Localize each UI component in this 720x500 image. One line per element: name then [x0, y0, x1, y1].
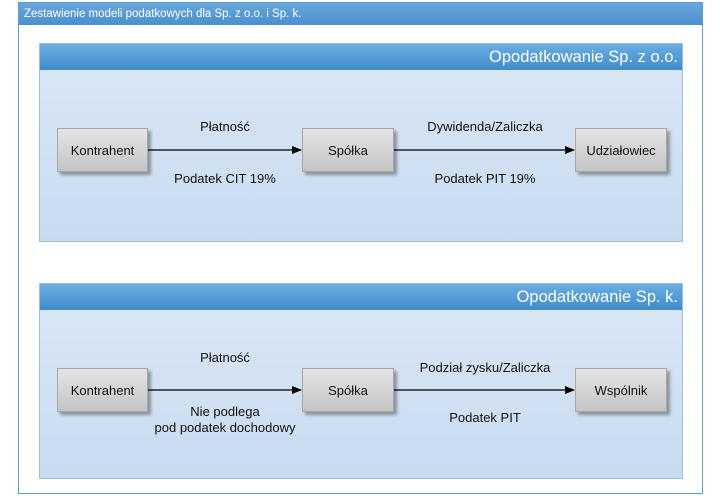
- diagram-frame: Zestawienie modeli podatkowych dla Sp. z…: [18, 2, 703, 494]
- edge-label-platnosc: Płatność: [200, 119, 250, 134]
- edge-label-dywidenda: Dywidenda/Zaliczka: [427, 119, 543, 134]
- edge-label-nie-podlega: Nie podlega: [190, 404, 260, 419]
- node-spolka: Spółka: [302, 128, 394, 172]
- edge-label-podzial-zysku: Podział zysku/Zaliczka: [419, 360, 551, 375]
- panel-sp-zoo-arrows: [148, 146, 575, 154]
- edge-label-podatek-pit: Podatek PIT: [449, 410, 521, 425]
- diagram-title: Zestawienie modeli podatkowych dla Sp. z…: [19, 3, 702, 25]
- edge-label-podatek-cit: Podatek CIT 19%: [174, 171, 276, 186]
- edge-label-pod-podatek-dochodowy: pod podatek dochodowy: [154, 420, 296, 435]
- node-kontrahent: Kontrahent: [57, 368, 148, 412]
- panel-sp-k-arrows: [148, 386, 575, 394]
- node-spolka: Spółka: [302, 368, 394, 412]
- panel-sp-k-header: Opodatkowanie Sp. k.: [40, 284, 682, 310]
- panel-sp-zoo-header: Opodatkowanie Sp. z o.o.: [40, 44, 682, 70]
- node-kontrahent: Kontrahent: [57, 128, 148, 172]
- panel-sp-zoo: Opodatkowanie Sp. z o.o. Kontrahent Spół…: [39, 43, 683, 242]
- panel-sp-k: Opodatkowanie Sp. k. Kontrahent Spółka W…: [39, 283, 683, 479]
- node-wspolnik: Wspólnik: [575, 368, 667, 412]
- edge-label-podatek-pit-19: Podatek PIT 19%: [434, 171, 536, 186]
- edge-label-platnosc: Płatność: [200, 350, 250, 365]
- node-udzialowiec: Udziałowiec: [575, 128, 667, 172]
